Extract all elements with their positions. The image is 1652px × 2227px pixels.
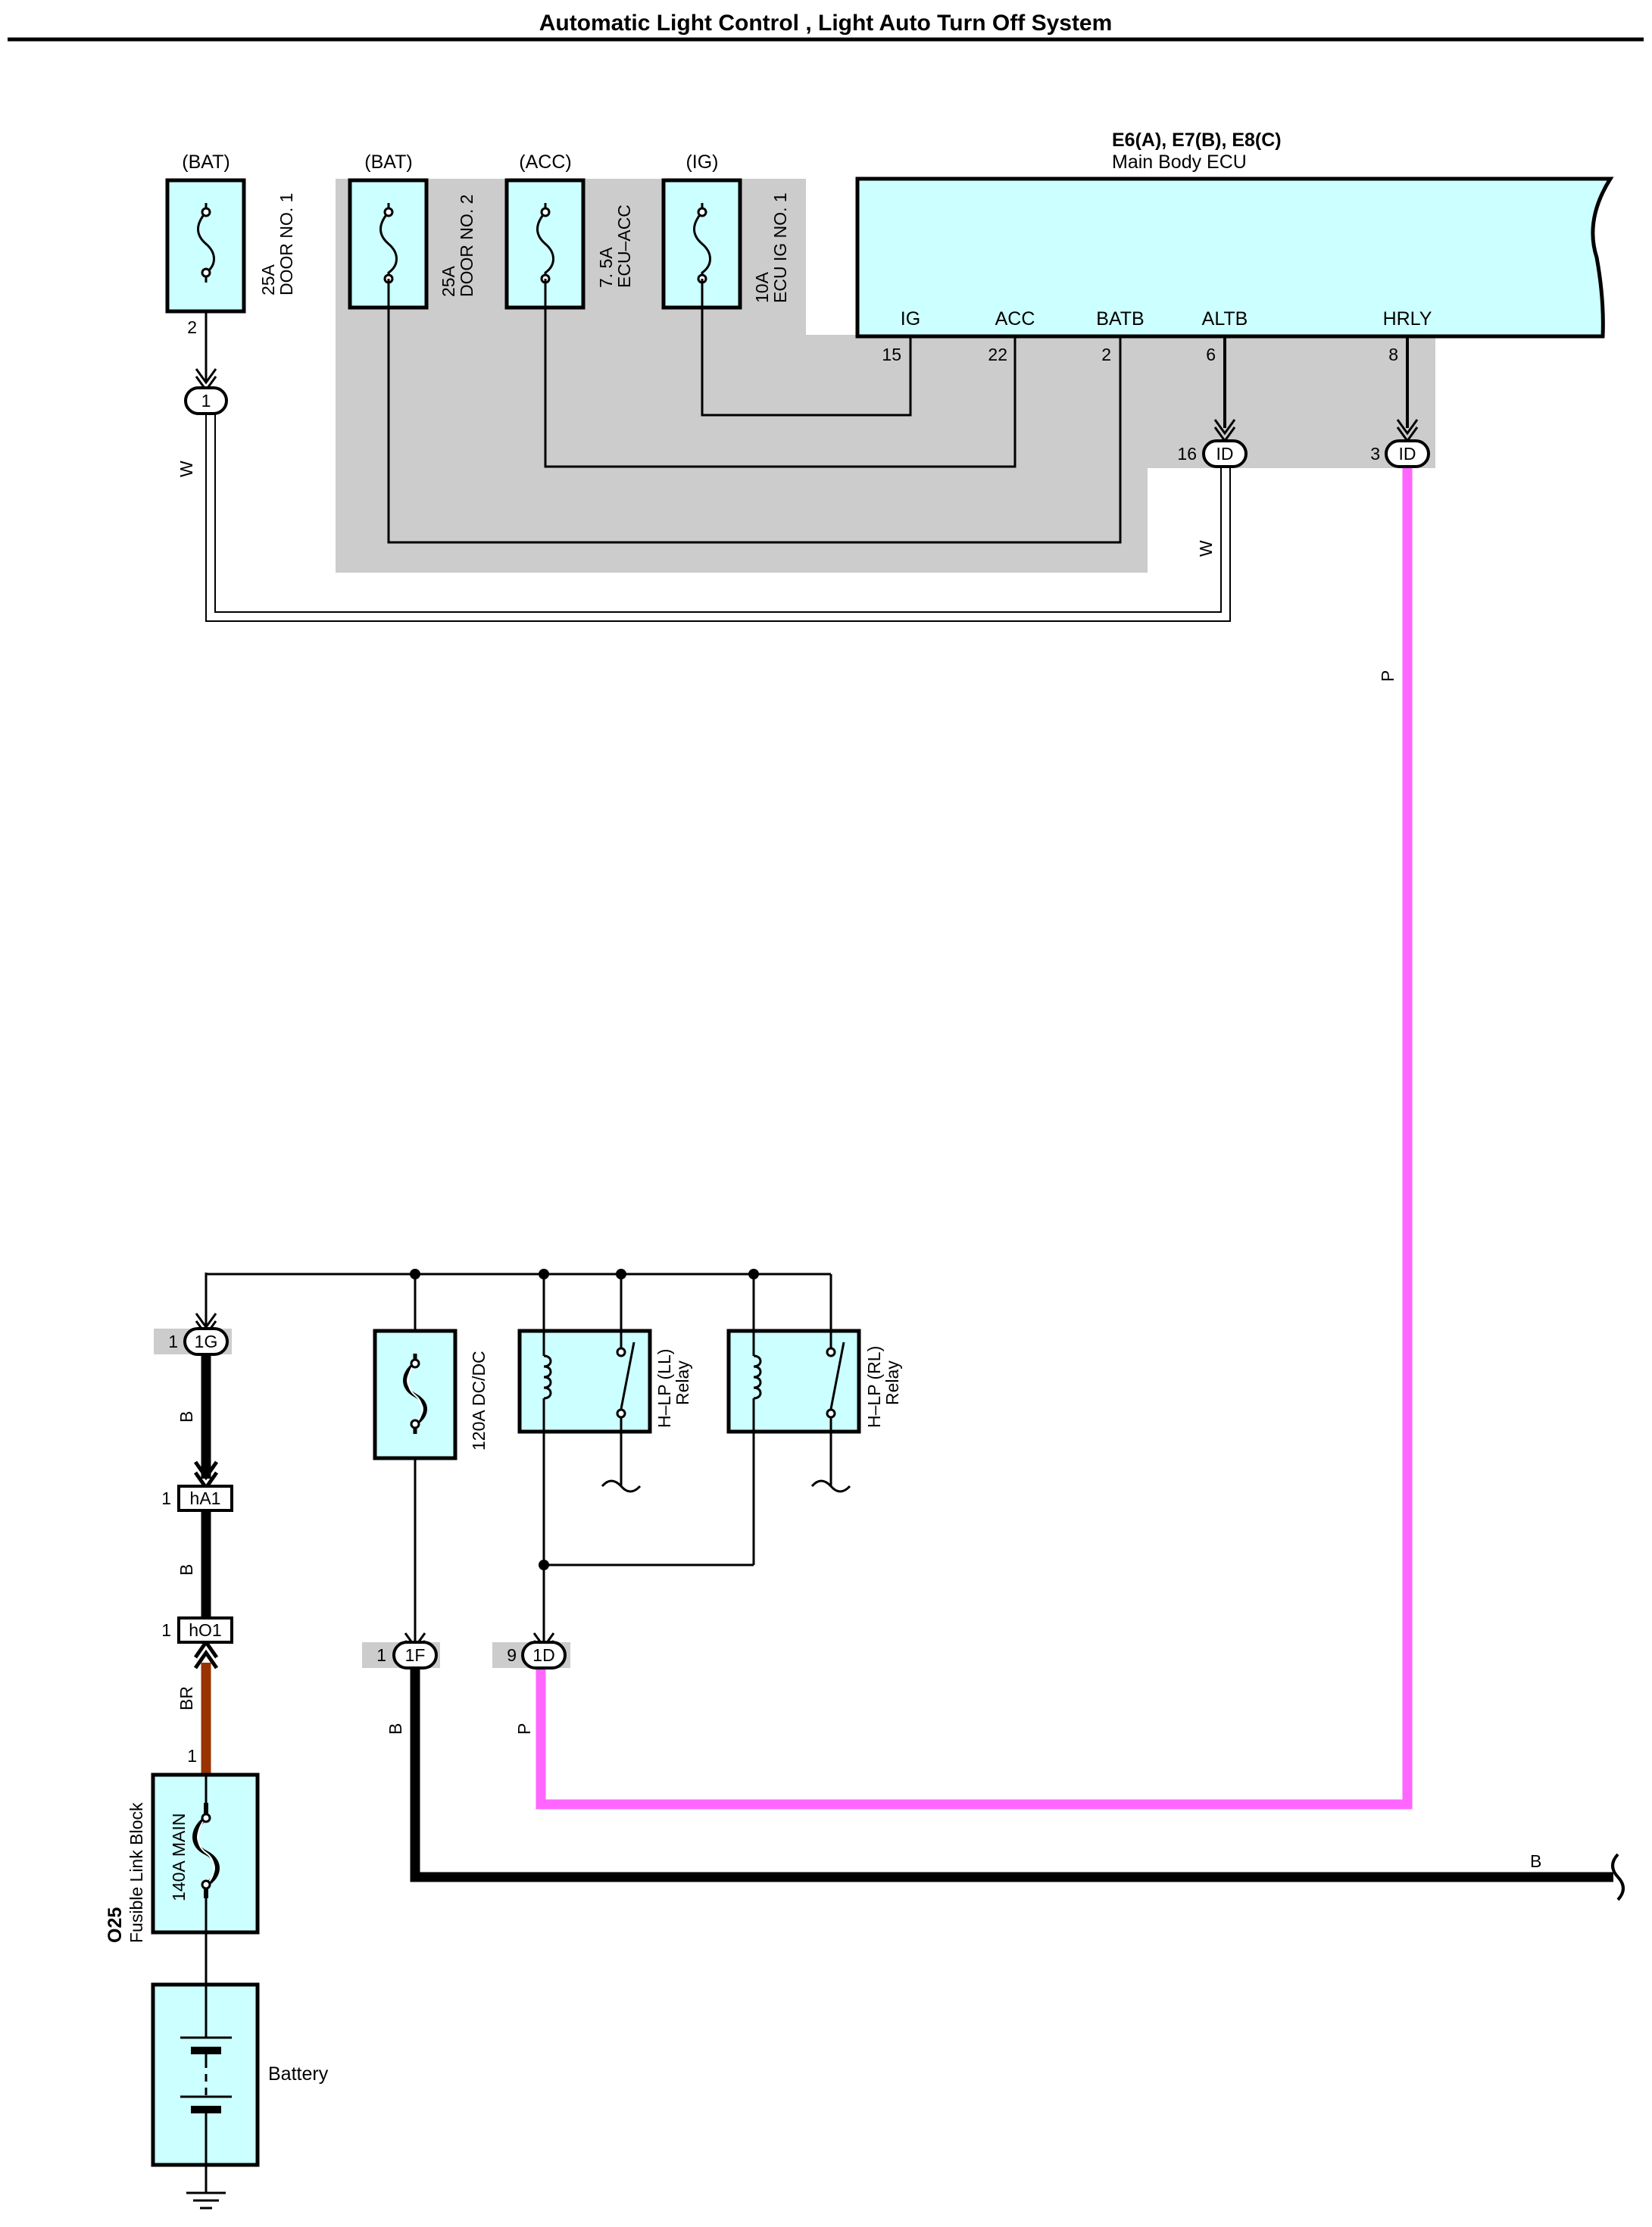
battery-label: Battery [268, 2063, 329, 2085]
relay-hlp-rl: H–LP (RL) Relay [726, 1329, 902, 1493]
ground-wire-b [410, 1668, 1613, 1882]
fuse-ecu-ig-no1-source: (IG) [685, 151, 718, 173]
wire-label-w-right: W [1196, 540, 1216, 557]
fuse-ecu-ig-no1-rating: 10A [752, 271, 772, 303]
wire-label-b-1: B [176, 1411, 196, 1423]
ecu-name-label: Main Body ECU [1112, 151, 1247, 173]
junction-1d-id: 1D [532, 1645, 554, 1665]
junction-1f-pin: 1 [376, 1645, 386, 1665]
fusible-link-block: 140A MAIN O25 Fusible Link Block [105, 1773, 260, 1943]
junction-id-16-pin: 16 [1177, 444, 1197, 464]
lower-bus-wiring [195, 1269, 832, 1657]
fusible-link-name: Fusible Link Block [126, 1802, 146, 1943]
junction-ho1-pin: 1 [161, 1620, 171, 1640]
upper-wiring [195, 279, 1419, 622]
fusible-link-rating: 140A MAIN [169, 1813, 189, 1901]
fuse-dcdc-label: 120A DC/DC [469, 1351, 489, 1451]
junction-id-3-pin: 3 [1370, 444, 1380, 464]
fuse-door-no2: (BAT) 25A DOOR NO. 2 [348, 151, 476, 310]
relay-hlp-ll-name: H–LP (LL) [654, 1349, 674, 1428]
junction-id-16: ID 16 [1177, 439, 1248, 468]
ecu-pin-num-hrly: 8 [1388, 345, 1398, 364]
fuse-dcdc: 120A DC/DC [373, 1329, 489, 1460]
ecu-pin-num-altb: 6 [1206, 345, 1216, 364]
fuse-ecu-ig-no1: (IG) 10A ECU IG NO. 1 [661, 151, 790, 310]
junction-ho1-id: hO1 [189, 1620, 221, 1640]
ecu-pin-altb: ALTB [1202, 308, 1248, 330]
fuse-door-no2-name: DOOR NO. 2 [457, 195, 476, 297]
junction-1: 1 [184, 386, 228, 415]
relay-hlp-ll: H–LP (LL) Relay [517, 1329, 692, 1493]
wire-label-w-left: W [176, 461, 196, 477]
junction-ho1: hO1 1 [161, 1616, 233, 1644]
junction-ha1: hA1 1 [161, 1485, 233, 1512]
relay-hlp-rl-type: Relay [882, 1360, 902, 1405]
junction-1g: 1G 1 [168, 1327, 229, 1356]
fuse-ecu-acc-rating: 7. 5A [596, 247, 616, 288]
junction-1d: 1D 9 [492, 1641, 570, 1669]
ecu-pin-acc: ACC [995, 308, 1035, 330]
battery: Battery [151, 1982, 329, 2167]
ecu-pin-num-acc: 22 [988, 345, 1007, 364]
junction-1f-id: 1F [405, 1645, 426, 1665]
junction-id-3-id: ID [1399, 444, 1416, 464]
junction-ha1-id: hA1 [190, 1488, 221, 1508]
wire-label-b-ground: B [1530, 1851, 1541, 1871]
ecu-pin-num-ig: 15 [882, 345, 901, 364]
fuse-door-no1-name: DOOR NO. 1 [276, 193, 296, 295]
wire-label-p-vertical: P [1378, 670, 1397, 682]
junction-1g-pin: 1 [168, 1332, 178, 1351]
wire-label-b-2: B [176, 1564, 196, 1576]
main-body-ecu: E6(A), E7(B), E8(C) Main Body ECU IG ACC… [855, 130, 1614, 364]
ecu-connectors-label: E6(A), E7(B), E8(C) [1112, 130, 1282, 151]
wire-label-br: BR [176, 1686, 196, 1710]
ecu-pin-hrly: HRLY [1383, 308, 1432, 330]
fuse-door-no1-source: (BAT) [182, 151, 230, 173]
ecu-pin-ig: IG [901, 308, 920, 330]
wire-break-mark [1611, 1853, 1625, 1901]
junction-1d-pin: 9 [507, 1645, 517, 1665]
ecu-pin-num-batb: 2 [1101, 345, 1111, 364]
relay-hlp-ll-type: Relay [673, 1360, 692, 1405]
fuse-ecu-acc-source: (ACC) [519, 151, 571, 173]
wire-label-b-1f: B [386, 1723, 405, 1735]
pink-wire-hrly [536, 468, 1413, 1810]
fuse-door-no2-rating: 25A [439, 265, 458, 297]
fuse-door-no1-rating: 25A [258, 264, 278, 295]
fuse-door-no2-source: (BAT) [364, 151, 412, 173]
page-title: Automatic Light Control , Light Auto Tur… [539, 11, 1113, 36]
junction-id-3: ID 3 [1370, 439, 1430, 468]
junction-id-16-id: ID [1216, 444, 1234, 464]
fuse-ecu-acc-name: ECU–ACC [614, 205, 634, 288]
fuse-door-no1: (BAT) 25A DOOR NO. 1 2 [165, 151, 296, 337]
junction-1-id: 1 [201, 391, 211, 411]
fuse-door-no1-pin: 2 [187, 317, 197, 337]
junction-1f: 1F 1 [362, 1641, 440, 1669]
fusible-link-pin: 1 [187, 1746, 197, 1766]
relay-hlp-rl-name: H–LP (RL) [864, 1346, 884, 1428]
junction-1g-id: 1G [195, 1332, 218, 1351]
fuse-ecu-ig-no1-name: ECU IG NO. 1 [770, 192, 790, 303]
junction-ha1-pin: 1 [161, 1488, 171, 1508]
fusible-link-code: O25 [105, 1907, 126, 1943]
wire-label-p-1d: P [514, 1723, 534, 1735]
fuse-ecu-acc: (ACC) 7. 5A ECU–ACC [504, 151, 634, 310]
ecu-pin-batb: BATB [1096, 308, 1144, 330]
